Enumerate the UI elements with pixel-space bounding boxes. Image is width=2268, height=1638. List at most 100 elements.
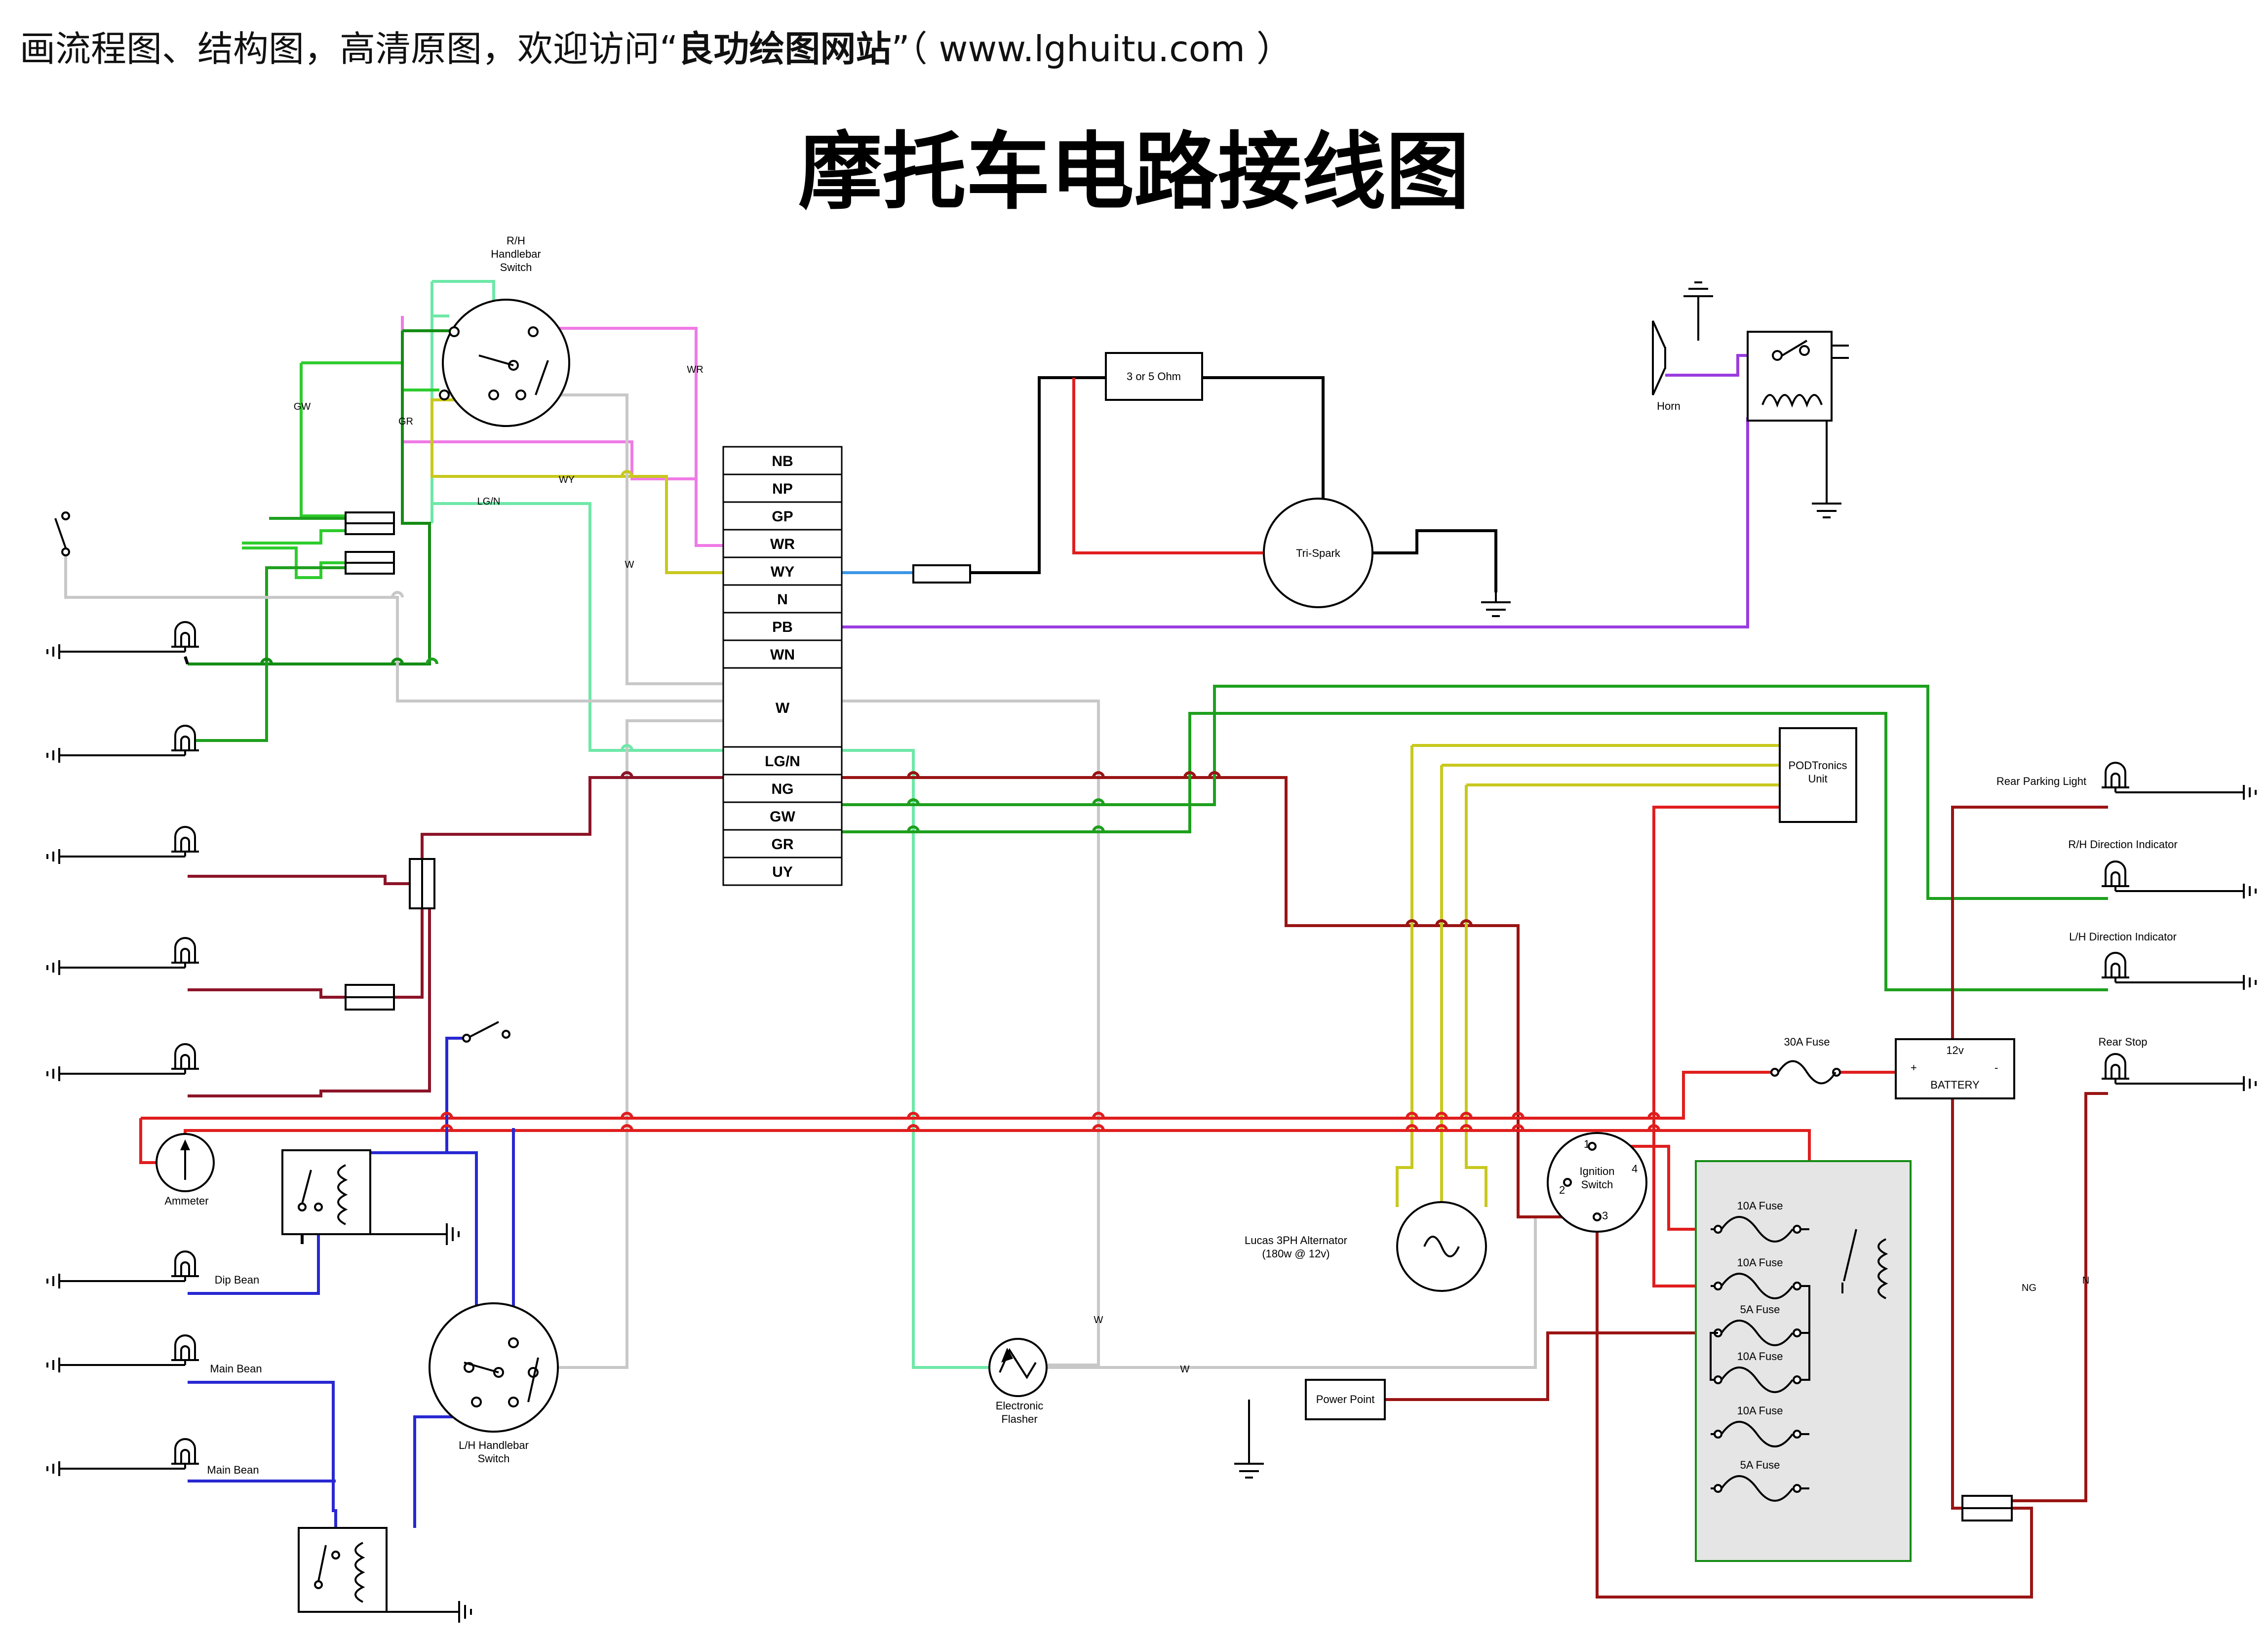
connector-pin-3 (722, 529, 843, 558)
wire-label-2: WR (687, 364, 703, 375)
wire-crossing-26 (1406, 919, 1418, 926)
fuse-5-in (1714, 1484, 1722, 1493)
connector-pin-label-11: GW (770, 809, 795, 825)
lamp-6 (46, 1334, 199, 1372)
rear-parking-light-label: Rear Parking Light (1996, 775, 2086, 787)
wire-35 (842, 712, 2108, 991)
header-suffix: ”（ www.lghuitu.com ） (891, 28, 1292, 70)
fuse-0-in (1714, 1225, 1722, 1234)
wire-32 (842, 776, 1520, 1113)
wire-34 (842, 685, 2108, 900)
battery: 12v BATTERY + - (1895, 1038, 2015, 1099)
lh-indicator-label: L/H Direction Indicator (2069, 931, 2177, 943)
wire-crossing-29 (621, 771, 633, 778)
wire-15 (536, 393, 723, 685)
wire-7 (300, 363, 346, 517)
fuse-label-1: 10A Fuse (1737, 1256, 1783, 1269)
wire-28 (394, 908, 424, 999)
wire-26 (1665, 354, 1748, 377)
fuse-label-3: 10A Fuse (1737, 1350, 1783, 1363)
fuse-30a-label: 30A Fuse (1784, 1036, 1830, 1048)
battery-label: BATTERY (1930, 1079, 1980, 1091)
wire-crossing-6 (1460, 1112, 1473, 1119)
wire-23 (1072, 378, 1264, 554)
wire-45 (139, 1118, 156, 1164)
connector-pin-label-1: NP (772, 481, 793, 497)
fuse-label-0: 10A Fuse (1737, 1200, 1783, 1212)
fuse-2-element (1721, 1320, 1794, 1346)
wire-21 (970, 376, 1106, 574)
fuse-2-out (1793, 1328, 1801, 1337)
wire-label-0: GW (294, 401, 311, 412)
connector-pin-label-8: W (776, 700, 790, 716)
rh-indicator-label: R/H Direction Indicator (2068, 838, 2177, 851)
wire-9 (188, 331, 431, 665)
battery-minus: - (1994, 1061, 1998, 1074)
wire-41 (1465, 785, 1487, 1207)
lamp-8 (2102, 762, 2257, 800)
connector-pin-9 (722, 746, 843, 776)
wire-30 (188, 988, 346, 999)
fuse-3-in (1714, 1375, 1722, 1384)
resistor-label: 3 or 5 Ohm (1127, 370, 1181, 383)
wire-crossing-4 (1406, 1112, 1418, 1119)
connector-pin-label-2: GP (772, 508, 793, 525)
fuse-5-out (1793, 1484, 1801, 1493)
fuse-4-in (1714, 1430, 1722, 1439)
wire-25 (842, 417, 1749, 628)
wire-crossing-34 (621, 470, 633, 477)
connector-pin-label-4: WY (771, 564, 794, 580)
wire-11 (242, 546, 394, 579)
wire-crossing-0 (440, 1112, 453, 1119)
power-point-label: Power Point (1316, 1393, 1375, 1405)
wire-label-8: NG (2022, 1283, 2036, 1293)
wire-4 (842, 749, 990, 1369)
wire-crossing-13 (1406, 1124, 1418, 1131)
wire-crossing-25 (1092, 825, 1105, 832)
fuse-4-element (1721, 1421, 1794, 1447)
rear-stop-label: Rear Stop (2098, 1036, 2147, 1048)
wire-crossing-5 (1435, 1112, 1448, 1119)
fuse-label-2: 5A Fuse (1740, 1303, 1780, 1316)
horn-label: Horn (1657, 400, 1681, 412)
lamp-4 (46, 1043, 199, 1081)
battery-voltage: 12v (1946, 1044, 1963, 1056)
wire-48 (1596, 1217, 2033, 1599)
ign-pin-4: 4 (1632, 1163, 1638, 1175)
wire-crossing-27 (1435, 919, 1448, 926)
wire-crossing-22 (907, 798, 920, 805)
wires (64, 280, 2108, 1599)
wire-crossing-10 (621, 1124, 633, 1131)
connector-pin-label-10: NG (772, 781, 794, 797)
fuse-5-element (1721, 1475, 1794, 1502)
fuse-bus-left (1710, 1332, 1718, 1381)
wire-crossing-17 (1647, 1124, 1660, 1131)
wire-crossing-2 (907, 1112, 920, 1119)
wire-label-6: W (1094, 1315, 1103, 1326)
lamp-7 (46, 1438, 199, 1476)
wire-crossing-24 (907, 825, 920, 832)
main-beam-label-1: Main Bean (210, 1363, 262, 1375)
main-beam-label-2: Main Bean (207, 1464, 259, 1476)
ammeter-label: Ammeter (164, 1195, 208, 1207)
alternator-label: Lucas 3PH Alternator(180w @ 12v) (1245, 1234, 1347, 1260)
wire-43 (141, 1071, 1775, 1120)
fuse-0-element (1721, 1216, 1794, 1243)
wire-50 (1951, 806, 2108, 1510)
horn: Horn (1652, 281, 1713, 412)
header-banner: 画流程图、结构图，高清原图，欢迎访问“良功绘图网站”（ www.lghuitu.… (20, 20, 1292, 72)
wire-label-4: LG/N (477, 496, 501, 507)
lamp-1 (46, 725, 199, 763)
horn-relay (1747, 331, 1849, 518)
wire-57 (188, 1381, 337, 1552)
panel-relay (1841, 1229, 1888, 1299)
ballast-resistor: 3 or 5 Ohm (1105, 352, 1203, 401)
wire-label-7: W (1180, 1364, 1190, 1375)
lamp-3 (46, 937, 199, 975)
